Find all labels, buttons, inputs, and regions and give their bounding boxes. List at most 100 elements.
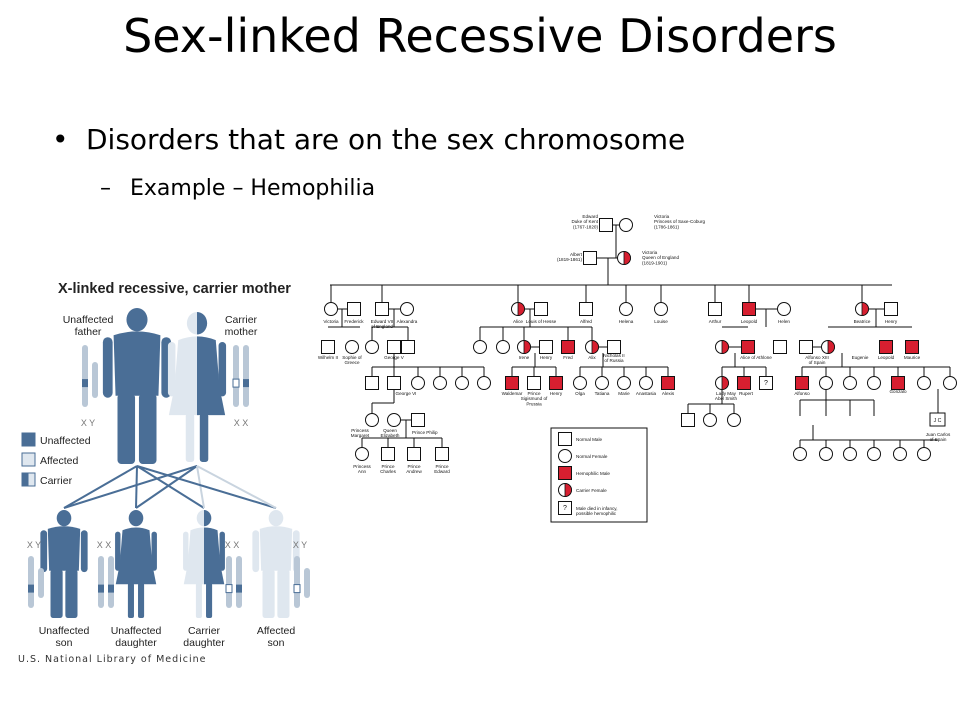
mother-chrom-label: X X	[234, 418, 249, 428]
child-chromosome-1	[225, 556, 233, 608]
figure-part	[50, 569, 63, 618]
female-circle	[433, 376, 447, 390]
chromosome-body	[82, 345, 88, 407]
gen2-label: Arthur	[709, 319, 722, 324]
female-symbol	[473, 340, 487, 354]
figure-part	[252, 530, 260, 573]
male-symbol	[411, 413, 425, 427]
female-symbol	[517, 340, 531, 354]
male-symbol	[661, 376, 675, 390]
female-circle	[917, 447, 931, 461]
female-circle	[867, 447, 881, 461]
figure-part	[185, 413, 195, 462]
child-chrom-label: X X	[97, 540, 112, 550]
gen4-label: Tatiana	[595, 391, 610, 396]
female-symbol	[703, 413, 717, 427]
chromosome-body	[28, 556, 34, 608]
figure-part	[138, 393, 157, 464]
gen2-label: Henry	[885, 319, 898, 324]
daughter-carrier-figure	[183, 509, 225, 618]
carrier-half	[721, 376, 729, 390]
female-circle	[558, 449, 572, 463]
male-symbol	[321, 340, 335, 354]
inheritance-line	[135, 465, 198, 509]
female-symbol	[893, 447, 907, 461]
female-circle	[617, 376, 631, 390]
female-circle	[793, 447, 807, 461]
female-circle	[345, 340, 359, 354]
carrier-half	[623, 251, 631, 265]
gen4-label: Waldemar	[502, 391, 523, 396]
gen4-label: Alexis	[662, 391, 675, 396]
female-circle	[400, 302, 414, 316]
female-symbol	[819, 447, 833, 461]
inheritance-line	[196, 465, 205, 509]
gen3-label: Eugenie	[852, 355, 869, 360]
inheritance-line	[136, 465, 205, 509]
female-symbol	[345, 340, 359, 354]
female-symbol	[777, 302, 791, 316]
gen4-label: Olga	[575, 391, 585, 396]
chromosome-band	[232, 378, 240, 388]
figure-part	[199, 413, 209, 462]
figure-part	[65, 569, 78, 618]
father-y-chromosome	[92, 362, 98, 398]
chromosome-band	[28, 584, 34, 593]
juan-carlos-mark: J C	[934, 418, 942, 424]
female-circle	[843, 376, 857, 390]
female-symbol	[917, 447, 931, 461]
male-symbol	[884, 302, 898, 316]
chromosome-body	[98, 556, 104, 608]
figure-part	[218, 342, 227, 397]
gen4-label: Marie	[618, 391, 630, 396]
female-symbol	[324, 302, 338, 316]
female-circle	[727, 413, 741, 427]
gen3-label: Maurice	[904, 355, 921, 360]
chromosome-band	[236, 584, 242, 593]
figure-part	[204, 510, 212, 527]
carrier-half	[827, 340, 835, 354]
female-circle	[639, 376, 653, 390]
female-symbol	[867, 447, 881, 461]
female-circle	[843, 447, 857, 461]
female-circle	[324, 302, 338, 316]
figure-part	[47, 526, 81, 571]
gen3-label: Alice of Athlone	[740, 355, 772, 360]
inheritance-line	[63, 465, 198, 509]
legend-label: Affected	[40, 455, 78, 467]
female-symbol	[715, 340, 729, 354]
gen2-label: Louise	[654, 319, 668, 324]
figure-part	[262, 569, 275, 618]
female-circle	[819, 447, 833, 461]
female-circle	[455, 376, 469, 390]
gen4-label: Gonzalo	[889, 389, 907, 394]
slide-title: Sex-linked Recessive Disorders	[123, 9, 837, 63]
bullet-primary: •Disorders that are on the sex chromosom…	[52, 118, 685, 162]
female-circle	[893, 447, 907, 461]
inheritance-line	[63, 465, 138, 509]
figure-part	[183, 531, 189, 571]
gen2-label: Alice	[513, 319, 523, 324]
legend-unknown-mark: ?	[563, 505, 567, 512]
figure-part	[56, 509, 72, 527]
gen3-label: Irene	[519, 355, 530, 360]
female-symbol	[727, 413, 741, 427]
female-symbol	[867, 376, 881, 390]
daughter-unaffected-figure	[115, 509, 157, 618]
figure-half	[204, 510, 225, 618]
female-symbol	[455, 376, 469, 390]
pedigree-legend-label: Carrier Female	[576, 488, 607, 493]
female-circle	[365, 413, 379, 427]
carrier-half	[861, 302, 869, 316]
chromosome-band	[243, 379, 249, 388]
female-circle	[473, 340, 487, 354]
gen4-label: George VI	[396, 391, 417, 396]
legend-swatch	[21, 432, 36, 447]
unknown-mark: ?	[764, 380, 768, 387]
gen4-label: Rupert	[739, 391, 754, 396]
